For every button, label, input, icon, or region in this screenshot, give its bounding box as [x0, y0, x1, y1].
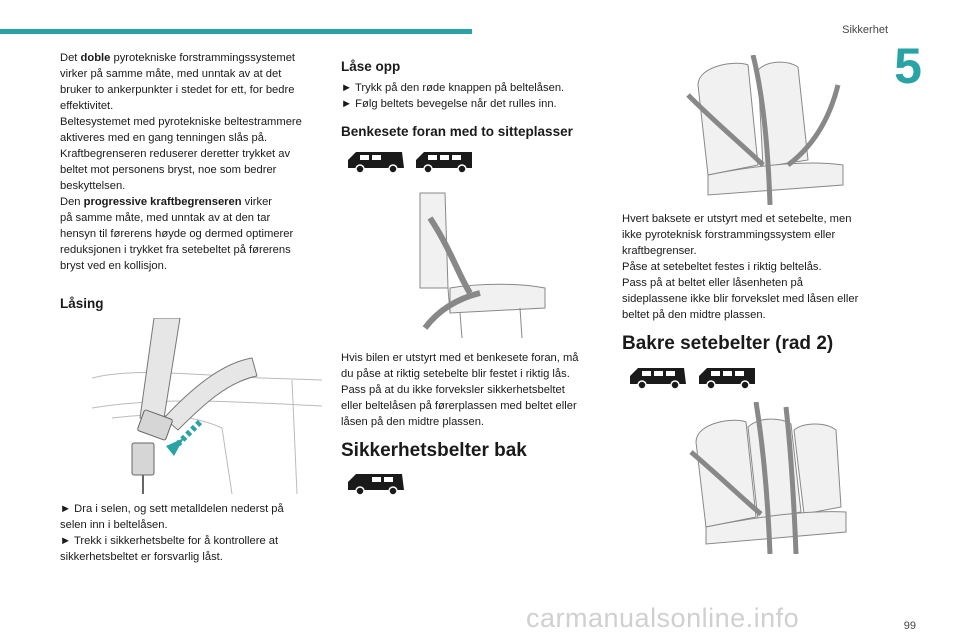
row2-seat-illustration: [689, 402, 847, 554]
bench-line: Hvis bilen er utstyrt med et benkesete f…: [341, 352, 579, 364]
page-number: 99: [903, 620, 916, 632]
intro-line: effektivitet.: [60, 100, 114, 112]
van-long-icon: [699, 368, 755, 390]
unlock-steps: ► Trykk på den røde knappen på beltelåse…: [341, 80, 611, 112]
bench-line: du påse at riktig setebelte blir festet …: [341, 368, 570, 380]
intro-line: aktiveres med en gang tenningen slås på.: [60, 132, 268, 144]
van-short-icon: [630, 368, 686, 390]
intro-line: Beltesystemet med pyrotekniske beltestra…: [60, 116, 302, 128]
bench-line: eller beltelåsen på førerplassen med bel…: [341, 400, 577, 412]
column-left: Det doble pyrotekniske forstrammingssyst…: [60, 50, 330, 274]
locking-steps: ► Dra i selen, og sett metalldelen neder…: [60, 501, 330, 565]
van-long-icon: [416, 152, 472, 174]
bench-line: Pass på at du ikke forveksler sikkerhets…: [341, 384, 565, 396]
locking-step: ► Dra i selen, og sett metalldelen neder…: [60, 503, 284, 515]
rear-line: kraftbegrenser.: [622, 245, 697, 257]
bench-seat-illustration: [419, 192, 546, 338]
bench-line: låsen på den midtre plassen.: [341, 416, 485, 428]
intro-line: Kraftbegrenseren reduserer deretter tryk…: [60, 148, 291, 160]
intro-line: beltet mot personens bryst, noe som bedr…: [60, 164, 277, 176]
rear-line: beltet på den midtre plassen.: [622, 309, 766, 321]
chapter-number: 5: [894, 38, 922, 94]
row2-heading: Bakre setebelter (rad 2): [622, 333, 834, 354]
intro-line: bruker to ankerpunkter i stedet for ett,…: [60, 84, 295, 96]
section-title: Sikkerhet: [842, 24, 888, 36]
rear-seat-illustration: [686, 55, 844, 205]
rear-text: Hvert baksete er utstyrt med et setebelt…: [622, 211, 892, 323]
locking-step: selen inn i beltelåsen.: [60, 519, 168, 531]
rear-belts-heading: Sikkerhetsbelter bak: [341, 440, 527, 461]
unlock-step: ► Trykk på den røde knappen på beltelåse…: [341, 82, 565, 94]
unlock-heading: Låse opp: [341, 59, 401, 74]
header-accent-bar: [0, 29, 472, 34]
intro-line: bryst ved en kollisjon.: [60, 260, 167, 272]
intro-line: på samme måte, med unntak av at den tar: [60, 212, 271, 224]
intro-line: reduksjonen i trykket fra setebeltet på …: [60, 244, 291, 256]
bench-text: Hvis bilen er utstyrt med et benkesete f…: [341, 350, 611, 430]
intro-paragraph: Det doble pyrotekniske forstrammingssyst…: [60, 50, 330, 274]
van-short-icon: [348, 152, 404, 174]
van-rear-icon: [348, 474, 404, 496]
rear-line: sideplassene ikke blir forvekslet med lå…: [622, 293, 859, 305]
intro-line: Den progressive kraftbegrenseren virker: [60, 196, 273, 208]
intro-line: beskyttelsen.: [60, 180, 126, 192]
watermark: carmanualsonline.info: [526, 603, 800, 633]
unlock-step: ► Følg beltets bevegelse når det rulles …: [341, 98, 557, 110]
rear-line: Pass på at beltet eller låsenheten på: [622, 277, 803, 289]
buckle-illustration: [92, 318, 322, 494]
rear-line: ikke pyroteknisk forstrammingssystem ell…: [622, 229, 836, 241]
rear-line: Påse at setebeltet festes i riktig belte…: [622, 261, 822, 273]
rear-line: Hvert baksete er utstyrt med et setebelt…: [622, 213, 852, 225]
intro-line: Det doble pyrotekniske forstrammingssyst…: [60, 52, 296, 64]
bench-heading: Benkesete foran med to sitteplasser: [341, 124, 573, 139]
intro-line: virker på samme måte, med unntak av at d…: [60, 68, 282, 80]
locking-step: sikkerhetsbeltet er forsvarlig låst.: [60, 551, 223, 563]
locking-heading: Låsing: [60, 296, 104, 311]
intro-line: hensyn til førerens høyde og dermed opti…: [60, 228, 294, 240]
locking-step: ► Trekk i sikkerhetsbelte for å kontroll…: [60, 535, 279, 547]
